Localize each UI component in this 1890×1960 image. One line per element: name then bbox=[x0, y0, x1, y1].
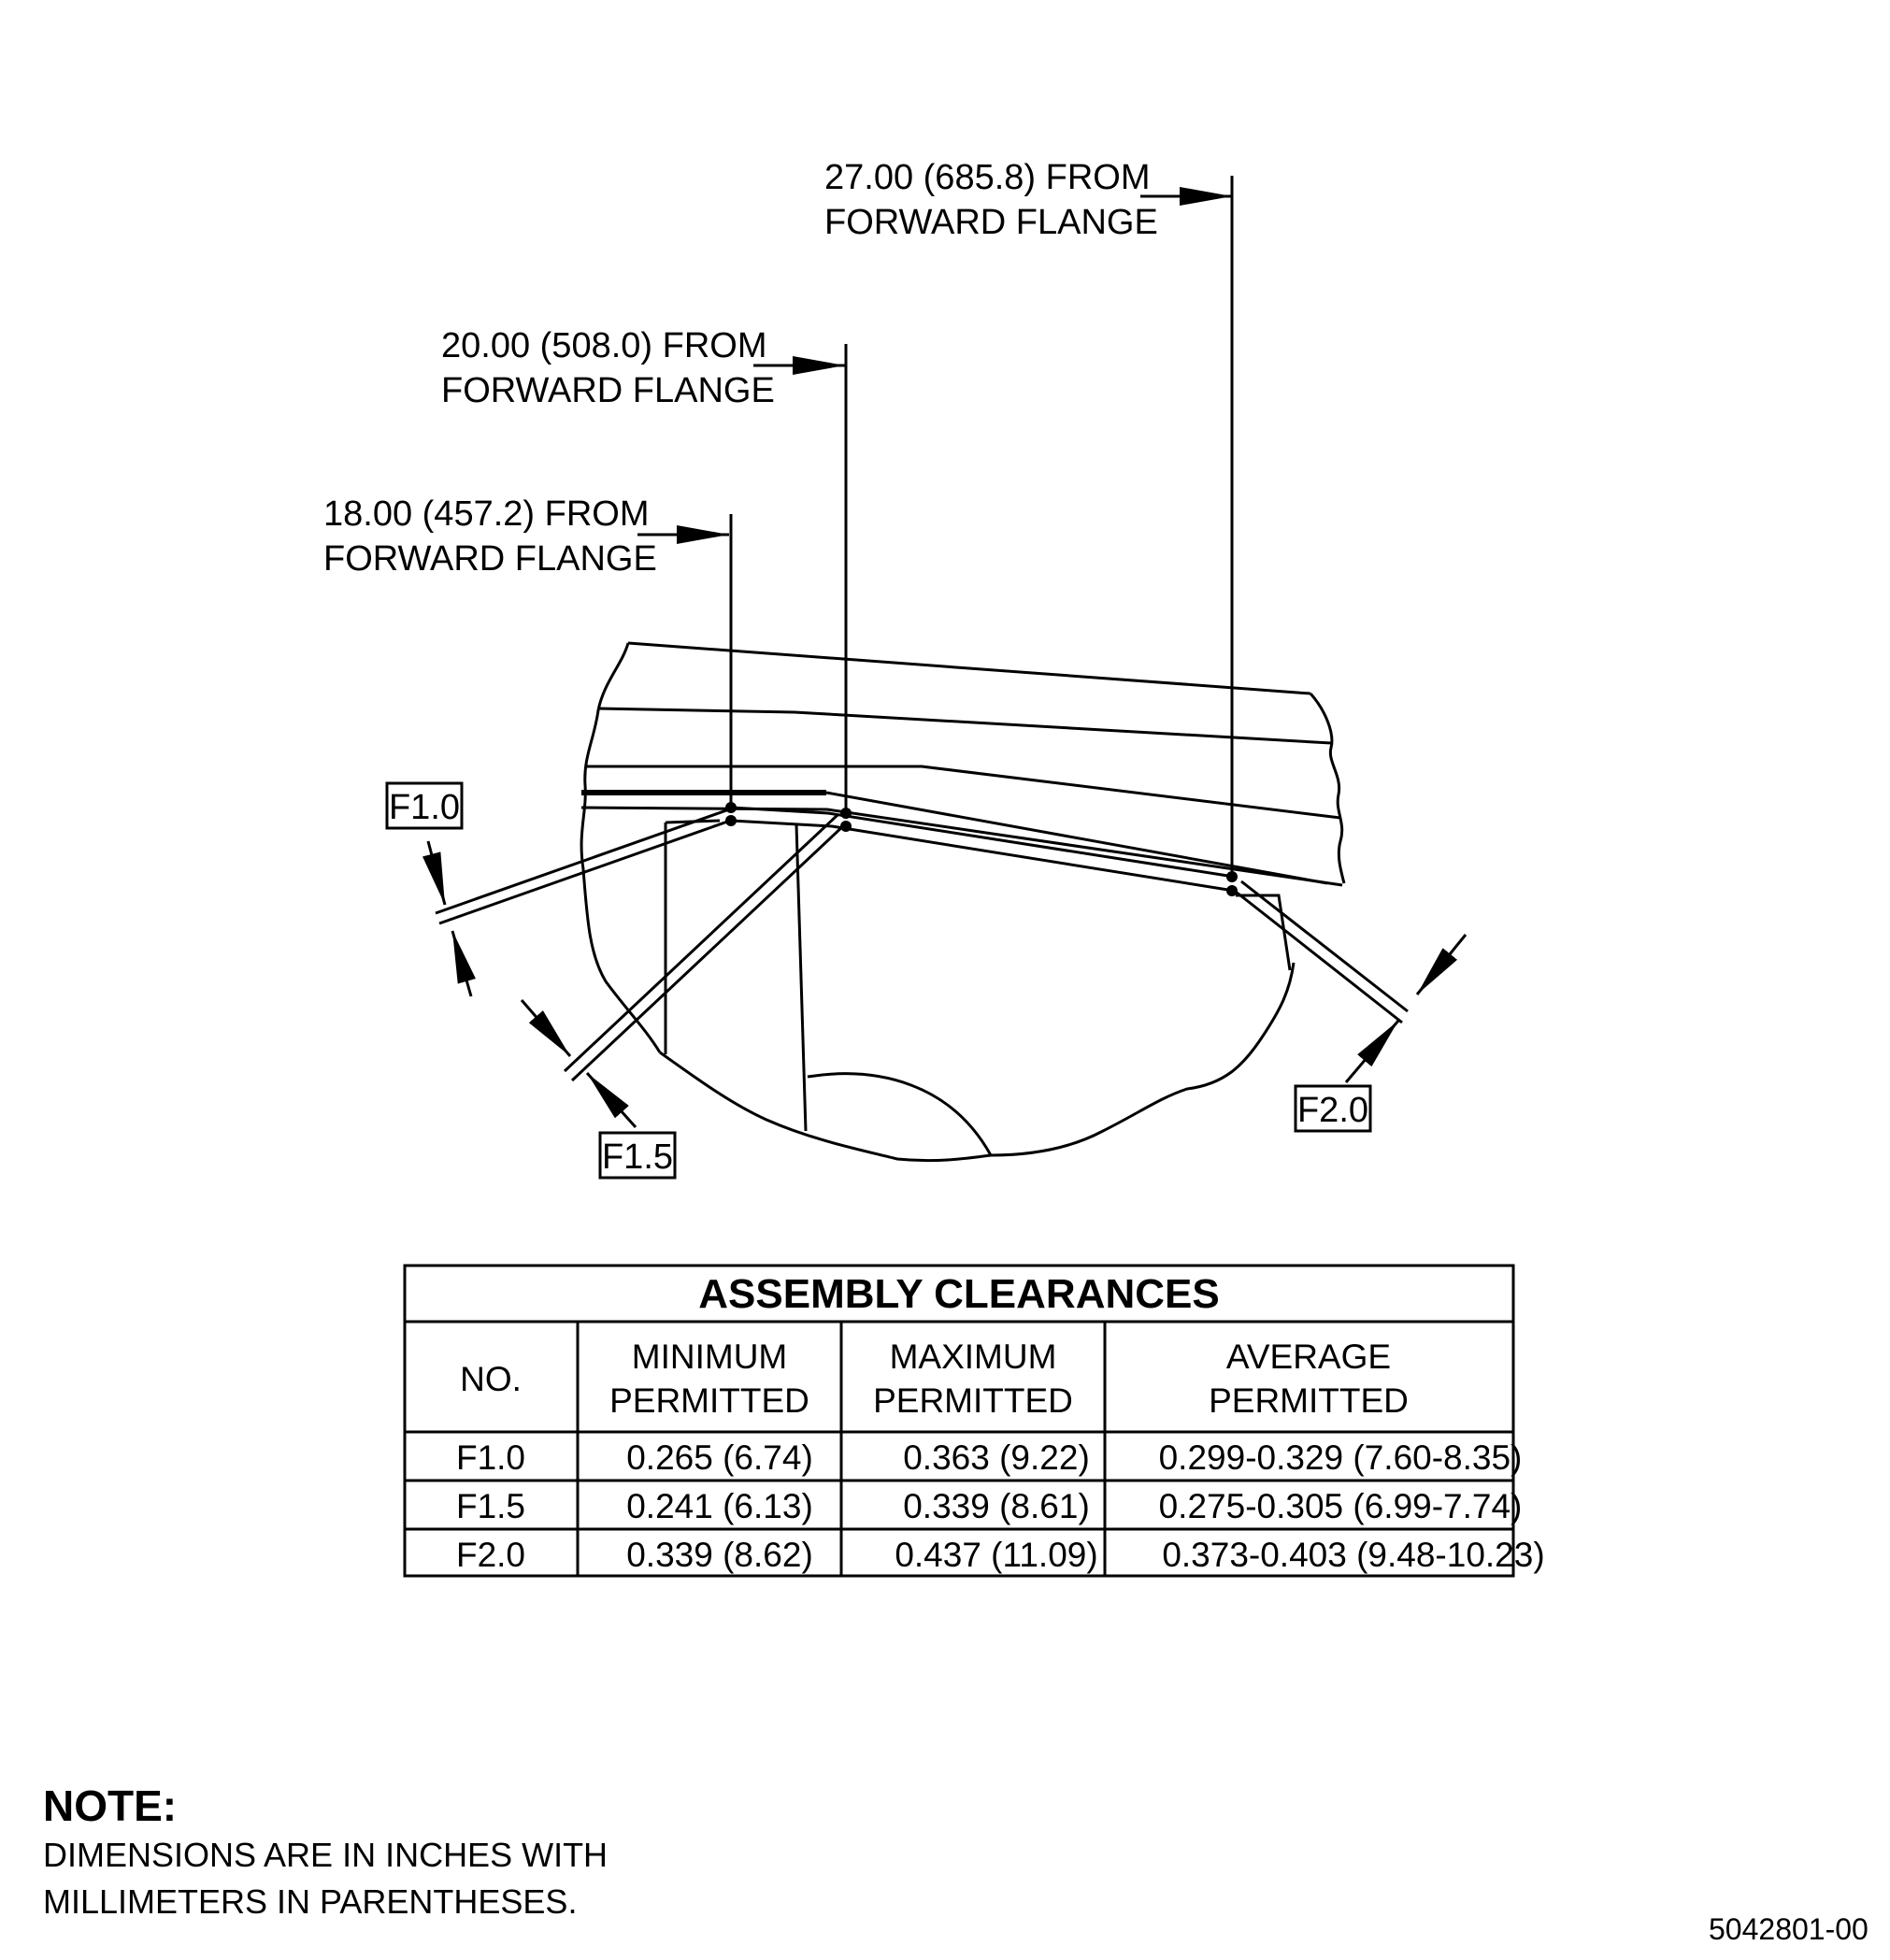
svg-text:0.339 (8.61): 0.339 (8.61) bbox=[903, 1487, 1090, 1525]
svg-text:F1.0: F1.0 bbox=[456, 1438, 525, 1477]
callout-18-leader bbox=[637, 514, 733, 808]
drawing-number: 5042801-00 bbox=[1709, 1912, 1869, 1946]
svg-text:0.363 (9.22): 0.363 (9.22) bbox=[903, 1438, 1090, 1477]
svg-text:0.265 (6.74): 0.265 (6.74) bbox=[626, 1438, 813, 1477]
note-line-2: MILLIMETERS IN PARENTHESES. bbox=[43, 1882, 578, 1921]
header-no: NO. bbox=[460, 1360, 522, 1398]
clearance-lines bbox=[435, 808, 1409, 1082]
svg-text:20.00 (508.0) FROM: 20.00 (508.0) FROM bbox=[441, 326, 766, 365]
svg-text:FORWARD FLANGE: FORWARD FLANGE bbox=[441, 371, 775, 410]
svg-text:0.299-0.329 (7.60-8.35): 0.299-0.329 (7.60-8.35) bbox=[1159, 1438, 1523, 1477]
header-average-permitted: PERMITTED bbox=[1209, 1381, 1409, 1420]
callout-20: 20.00 (508.0) FROM FORWARD FLANGE bbox=[441, 326, 775, 410]
header-minimum-permitted: PERMITTED bbox=[609, 1381, 809, 1420]
table-row: F1.5 0.241 (6.13) 0.339 (8.61) 0.275-0.3… bbox=[456, 1487, 1522, 1525]
header-minimum: MINIMUM bbox=[632, 1338, 787, 1376]
header-average: AVERAGE bbox=[1226, 1338, 1391, 1376]
svg-text:0.241 (6.13): 0.241 (6.13) bbox=[626, 1487, 813, 1525]
svg-text:0.373-0.403 (9.48-10.23): 0.373-0.403 (9.48-10.23) bbox=[1162, 1536, 1544, 1574]
contact-point bbox=[840, 821, 852, 832]
clearance-table: ASSEMBLY CLEARANCES NO. MINIMUM PERMITTE… bbox=[403, 1264, 1545, 1578]
svg-text:0.437 (11.09): 0.437 (11.09) bbox=[895, 1536, 1097, 1574]
svg-text:F1.5: F1.5 bbox=[456, 1487, 525, 1525]
table-title: ASSEMBLY CLEARANCES bbox=[698, 1271, 1219, 1317]
note-line-1: DIMENSIONS ARE IN INCHES WITH bbox=[43, 1836, 609, 1874]
svg-text:FORWARD FLANGE: FORWARD FLANGE bbox=[824, 203, 1158, 242]
svg-text:27.00 (685.8) FROM: 27.00 (685.8) FROM bbox=[824, 158, 1150, 197]
table-row: F2.0 0.339 (8.62) 0.437 (11.09) 0.373-0.… bbox=[456, 1536, 1545, 1574]
measurement-arrows bbox=[422, 840, 1468, 1129]
svg-text:F2.0: F2.0 bbox=[1297, 1091, 1368, 1130]
callout-27-leader bbox=[1140, 176, 1234, 877]
svg-text:F1.5: F1.5 bbox=[602, 1137, 673, 1177]
contact-points bbox=[725, 802, 1238, 896]
svg-text:0.275-0.305 (6.99-7.74): 0.275-0.305 (6.99-7.74) bbox=[1159, 1487, 1523, 1525]
callout-20-leader bbox=[753, 344, 848, 819]
contact-point bbox=[1226, 885, 1238, 896]
contact-point bbox=[725, 815, 737, 826]
header-maximum: MAXIMUM bbox=[890, 1338, 1057, 1376]
contact-point bbox=[725, 802, 737, 813]
part-outline bbox=[580, 641, 1346, 1163]
table-row: F1.0 0.265 (6.74) 0.363 (9.22) 0.299-0.3… bbox=[456, 1438, 1522, 1477]
svg-text:FORWARD FLANGE: FORWARD FLANGE bbox=[323, 539, 657, 579]
contact-point bbox=[1226, 871, 1238, 882]
marker-f1-0: F1.0 bbox=[385, 781, 464, 830]
header-maximum-permitted: PERMITTED bbox=[873, 1381, 1073, 1420]
svg-text:F2.0: F2.0 bbox=[456, 1536, 525, 1574]
svg-text:0.339 (8.62): 0.339 (8.62) bbox=[626, 1536, 813, 1574]
svg-text:F1.0: F1.0 bbox=[389, 788, 460, 827]
note-heading: NOTE: bbox=[43, 1781, 178, 1830]
callout-18: 18.00 (457.2) FROM FORWARD FLANGE bbox=[323, 494, 657, 579]
marker-f1-5: F1.5 bbox=[598, 1131, 677, 1180]
contact-point bbox=[840, 808, 852, 819]
marker-f2-0: F2.0 bbox=[1294, 1084, 1372, 1133]
svg-text:18.00 (457.2) FROM: 18.00 (457.2) FROM bbox=[323, 494, 649, 534]
callout-27: 27.00 (685.8) FROM FORWARD FLANGE bbox=[824, 158, 1158, 242]
